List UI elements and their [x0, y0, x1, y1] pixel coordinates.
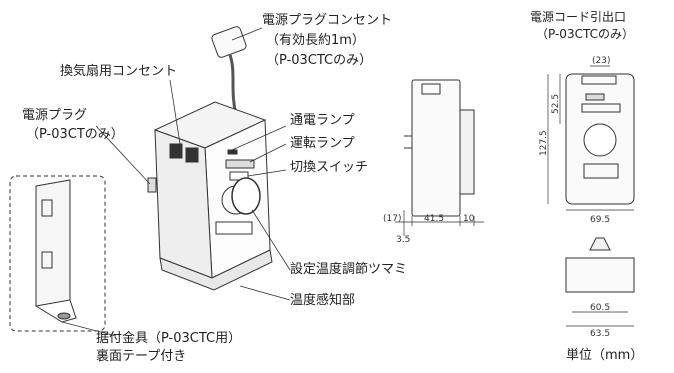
- leader-lines: [61, 27, 291, 337]
- dim-23: (23): [592, 56, 610, 66]
- side-view-outlet: [421, 83, 441, 95]
- leader-power-lamp: [231, 125, 287, 151]
- dimension-labels: (17) 41.5 10 3.5 (23) 52.5 127.5 69.5 60…: [383, 56, 610, 339]
- leader-power-plug: [95, 125, 151, 185]
- label-bracket-1: 据付金具（P-03CTC用）: [96, 331, 242, 346]
- dim-41-5: 41.5: [424, 214, 444, 224]
- label-plug-outlet-3: （P-03CTCのみ）: [266, 53, 373, 68]
- dim-69-5: 69.5: [590, 215, 610, 225]
- label-fan-outlet: 換気扇用コンセント: [60, 64, 178, 79]
- bracket-view: [9, 175, 106, 332]
- label-bracket-2: 裏面テープ付き: [96, 349, 187, 364]
- dim-127-5: 127.5: [539, 130, 549, 156]
- leader-temp-knob: [251, 209, 291, 271]
- leader-bracket: [61, 321, 117, 337]
- power-plug: [147, 177, 157, 193]
- bracket-plate: [35, 179, 71, 307]
- side-view-body: [411, 79, 461, 217]
- temp-knob: [231, 177, 261, 215]
- leader-plug-outlet: [231, 27, 263, 41]
- front-view-label: [583, 163, 619, 179]
- label-plug-outlet-1: 電源プラグコンセント: [262, 13, 393, 28]
- product-illustration: [147, 26, 273, 291]
- label-run-lamp: 運転ランプ: [290, 136, 355, 151]
- power-lamp: [227, 149, 238, 155]
- dim-52-5: 52.5: [551, 94, 561, 114]
- front-view-lamp: [585, 93, 605, 101]
- bottom-view: [565, 237, 635, 327]
- label-power-lamp: 通電ランプ: [290, 113, 355, 128]
- label-cord-outlet-2: （P-03CTCのみ）: [536, 27, 634, 41]
- front-view-switch: [581, 103, 621, 113]
- label-switch: 切換スイッチ: [290, 160, 369, 175]
- label-unit: 単位（mm）: [566, 348, 644, 363]
- label-temp-knob: 設定温度調節ツマミ: [290, 262, 408, 277]
- leader-sensor: [239, 285, 291, 301]
- fan-outlet-socket: [169, 143, 183, 159]
- label-plug-outlet-2: （有効長約1m）: [266, 33, 365, 48]
- side-view-knob: [459, 109, 475, 195]
- label-power-plug-2: （P-03CTのみ）: [26, 127, 124, 142]
- leader-fan-outlet: [169, 79, 181, 145]
- run-lamp-panel: [225, 159, 255, 169]
- dim-10: 10: [463, 214, 475, 224]
- label-power-plug-1: 電源プラグ: [22, 108, 88, 123]
- front-view: [547, 65, 635, 211]
- label-plate: [215, 221, 253, 235]
- fan-outlet-socket: [185, 147, 199, 163]
- bracket-slot: [41, 251, 53, 269]
- side-view: [395, 79, 484, 236]
- leader-run-lamp: [249, 143, 287, 163]
- dim-3-5: 3.5: [396, 235, 410, 245]
- bracket-frame: [9, 175, 106, 332]
- side-view-plug: [404, 135, 413, 149]
- power-cord: [228, 54, 238, 116]
- dim-17: (17): [383, 214, 401, 224]
- bracket-foot: [35, 299, 77, 323]
- housing-side: [154, 129, 213, 279]
- label-sensor: 温度感知部: [290, 293, 356, 308]
- bracket-slot: [41, 199, 53, 217]
- bottom-view-knob: [589, 237, 611, 251]
- label-cord-outlet-1: 電源コード引出口: [530, 10, 627, 24]
- dim-63-5: 63.5: [590, 329, 610, 339]
- bracket-screw: [57, 312, 71, 320]
- cord-outlet: [581, 75, 617, 85]
- plug-outlet-head: [211, 26, 247, 58]
- dim-60-5: 60.5: [590, 303, 610, 313]
- bottom-view-body: [565, 257, 635, 293]
- leader-switch: [247, 169, 287, 177]
- front-view-knob: [583, 123, 617, 157]
- sensor-base: [159, 249, 273, 291]
